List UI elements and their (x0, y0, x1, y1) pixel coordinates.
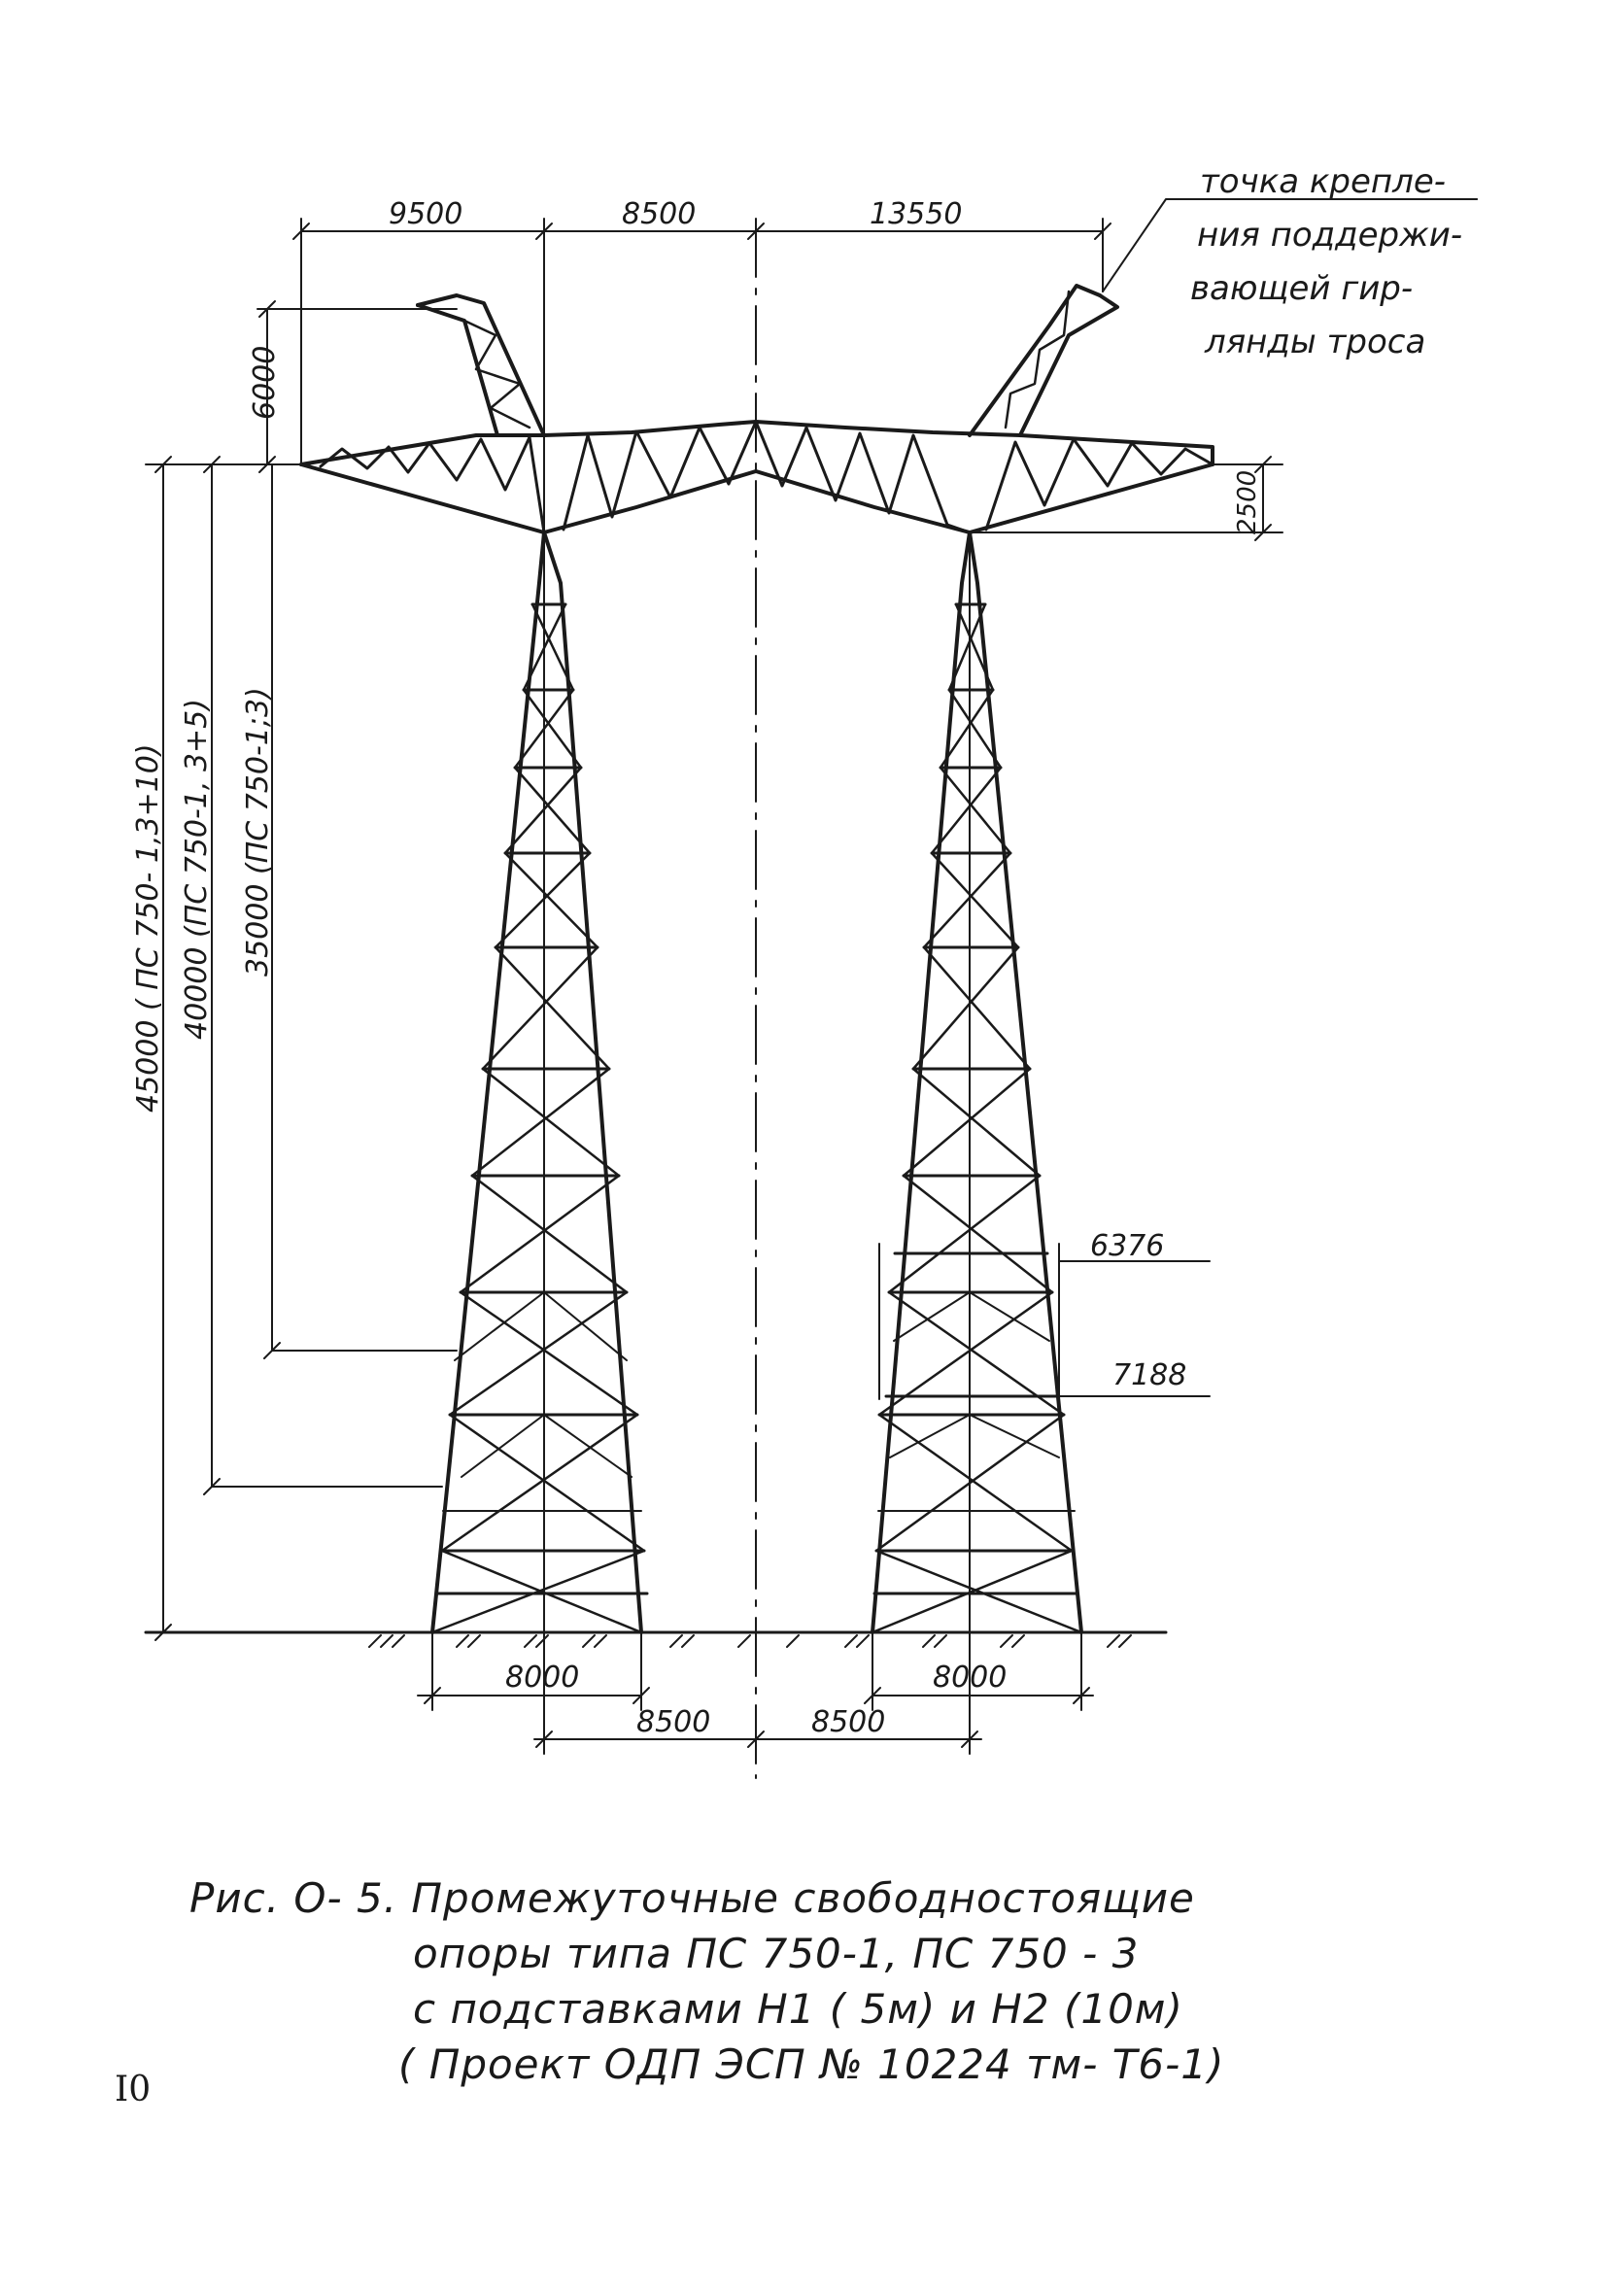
figure-caption: Рис. О- 5. Промежуточные свободностоящие… (189, 1870, 1355, 2092)
dim-top-span-2: 8500 (622, 197, 696, 231)
caption-line-1: Рис. О- 5. Промежуточные свободностоящие (189, 1874, 1195, 1922)
right-tower (754, 284, 1214, 1634)
dim-top-span-3: 13550 (870, 197, 962, 231)
dim-leg-extension-2: 7188 (1112, 1358, 1186, 1392)
dim-height-40000: 40000 (ПС 750-1, 3+5) (180, 699, 214, 1040)
caption-line-3: с подставками Н1 ( 5м) и Н2 (10м) (413, 1985, 1183, 2033)
left-tower (299, 293, 758, 1634)
note-line-4: лянды троса (1204, 323, 1425, 361)
dim-axis-offset-left: 8500 (636, 1705, 710, 1739)
note-line-3: вающей гир- (1190, 269, 1413, 308)
dim-axis-offset-right: 8500 (811, 1705, 885, 1739)
dim-base-width-left: 8000 (505, 1661, 579, 1695)
dim-top-span-1: 9500 (389, 197, 462, 231)
dim-crossarm-depth: 2500 (1233, 470, 1262, 534)
note-line-1: точка крепле- (1200, 162, 1446, 201)
caption-line-2: опоры типа ПС 750-1, ПС 750 - 3 (413, 1930, 1140, 1977)
note-line-2: ния поддержи- (1197, 216, 1462, 255)
dim-leg-extension-1: 6376 (1090, 1229, 1164, 1263)
dim-base-width-right: 8000 (933, 1661, 1007, 1695)
dimension-lines (144, 198, 1478, 1755)
dim-height-35000: 35000 (ПС 750-1;3) (241, 687, 275, 977)
dim-peak-height: 6000 (248, 346, 282, 420)
page-number: I0 (115, 2070, 152, 2109)
caption-line-4: ( Проект ОДП ЭСП № 10224 тм- Т6-1) (398, 2040, 1225, 2088)
dim-height-45000: 45000 ( ПС 750- 1,3+10) (131, 743, 165, 1113)
